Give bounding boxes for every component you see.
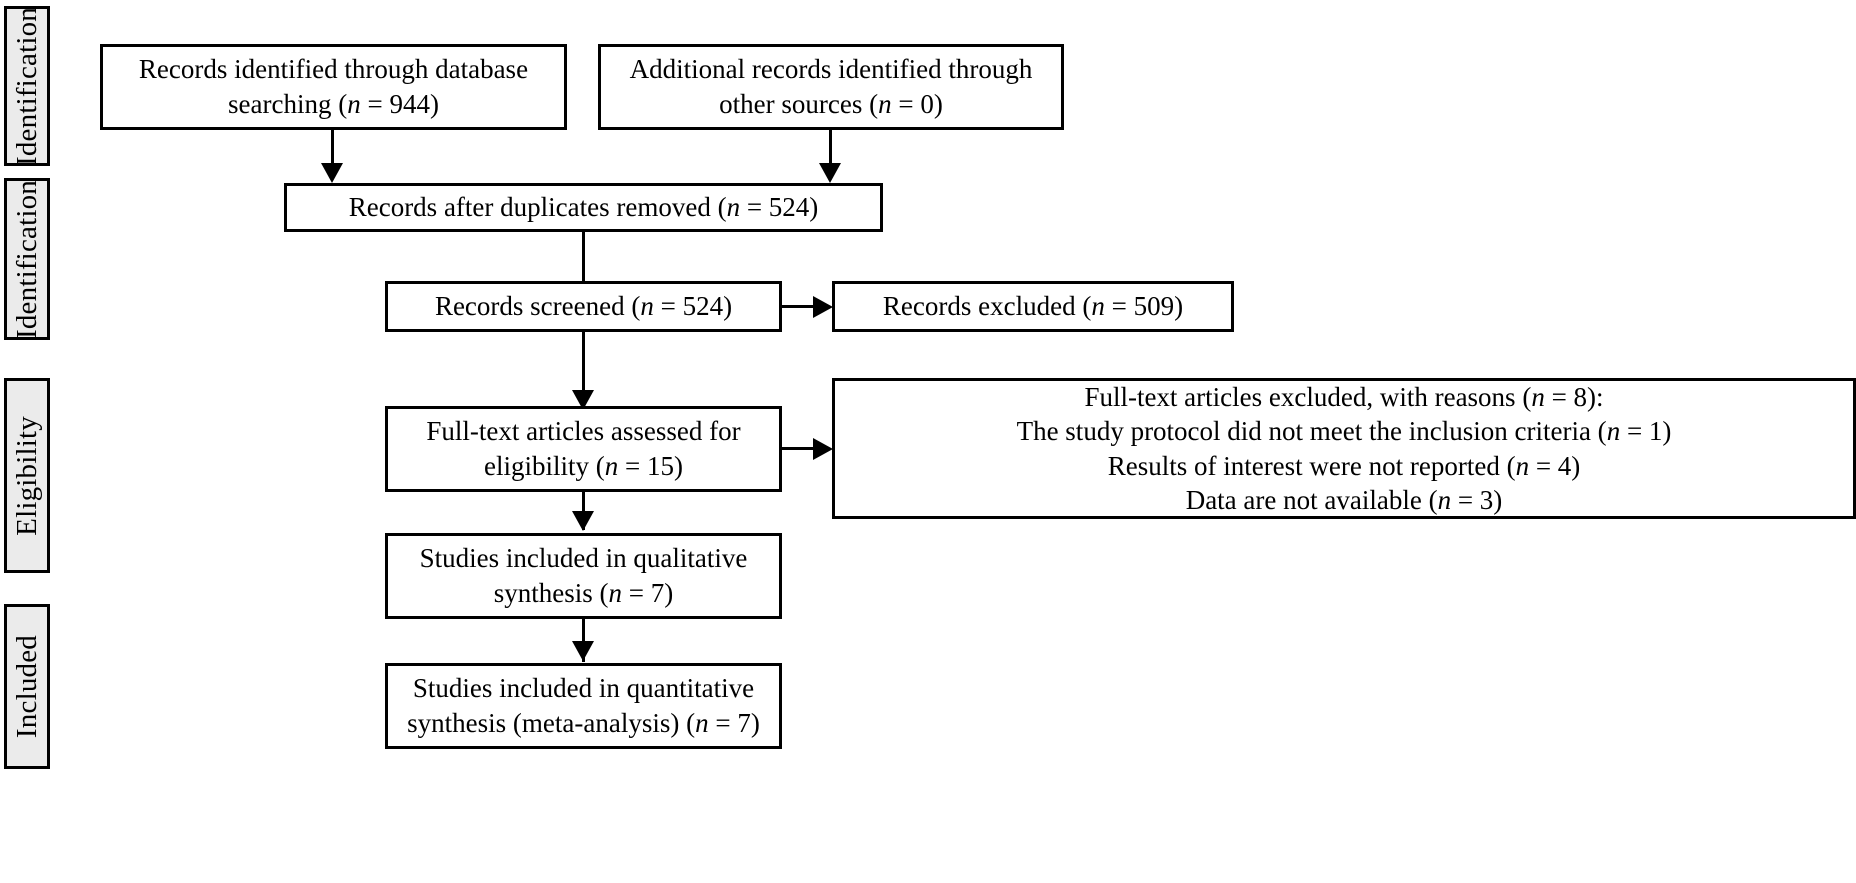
arrowhead-database-to-duplicates	[321, 163, 343, 183]
box-fulltext-assessed-eligibility-text: Full-text articles assessed for eligibil…	[426, 416, 741, 481]
stage-label-text: Included	[10, 634, 43, 739]
arrowhead-fulltext-to-qualitative	[572, 511, 594, 531]
connector-fulltext-to-excluded-reasons	[782, 447, 814, 450]
connector-screened-to-fulltext	[582, 332, 585, 392]
box-quantitative-synthesis-text: Studies included in quantitative synthes…	[407, 673, 760, 738]
box-records-identified-database: Records identified through database sear…	[100, 44, 567, 130]
box-records-after-duplicates-removed-text: Records after duplicates removed (n = 52…	[348, 192, 819, 223]
connector-screened-to-excluded	[782, 305, 814, 308]
stage-label-eligibility: Eligibility	[4, 378, 50, 573]
box-fulltext-excluded-with-reasons: Full-text articles excluded, with reason…	[832, 378, 1856, 519]
box-records-after-duplicates-removed: Records after duplicates removed (n = 52…	[284, 183, 883, 232]
box-additional-records-other-sources-text: Additional records identified through ot…	[629, 54, 1033, 119]
stage-label-text: Eligibility	[10, 415, 43, 536]
box-records-excluded-text: Records excluded (n = 509)	[882, 291, 1184, 322]
box-records-identified-database-text: Records identified through database sear…	[138, 54, 529, 119]
stage-label-identification-1: Identification	[4, 6, 50, 166]
arrowhead-other-to-duplicates	[819, 163, 841, 183]
box-fulltext-assessed-eligibility: Full-text articles assessed for eligibil…	[385, 406, 782, 492]
arrowhead-qualitative-to-quantitative	[572, 641, 594, 661]
box-quantitative-synthesis: Studies included in quantitative synthes…	[385, 663, 782, 749]
box-records-excluded: Records excluded (n = 509)	[832, 281, 1234, 332]
connector-database-to-duplicates	[331, 130, 334, 164]
box-records-screened: Records screened (n = 524)	[385, 281, 782, 332]
stage-label-text: Identification	[10, 179, 43, 339]
stage-label-text: Identification	[10, 6, 43, 166]
box-qualitative-synthesis-text: Studies included in qualitative synthesi…	[419, 543, 748, 608]
connector-duplicates-to-screened	[582, 232, 585, 294]
box-fulltext-excluded-with-reasons-text: Full-text articles excluded, with reason…	[1016, 381, 1672, 515]
arrowhead-screened-to-excluded	[813, 296, 833, 318]
box-additional-records-other-sources: Additional records identified through ot…	[598, 44, 1064, 130]
stage-label-identification-2: Identification	[4, 178, 50, 340]
arrowhead-fulltext-to-excluded-reasons	[813, 438, 833, 460]
box-qualitative-synthesis: Studies included in qualitative synthesi…	[385, 533, 782, 619]
connector-other-to-duplicates	[829, 130, 832, 164]
box-records-screened-text: Records screened (n = 524)	[434, 291, 733, 322]
connector-qualitative-to-quantitative	[582, 619, 585, 662]
arrowhead-screened-to-fulltext	[572, 390, 594, 410]
stage-label-included: Included	[4, 604, 50, 769]
